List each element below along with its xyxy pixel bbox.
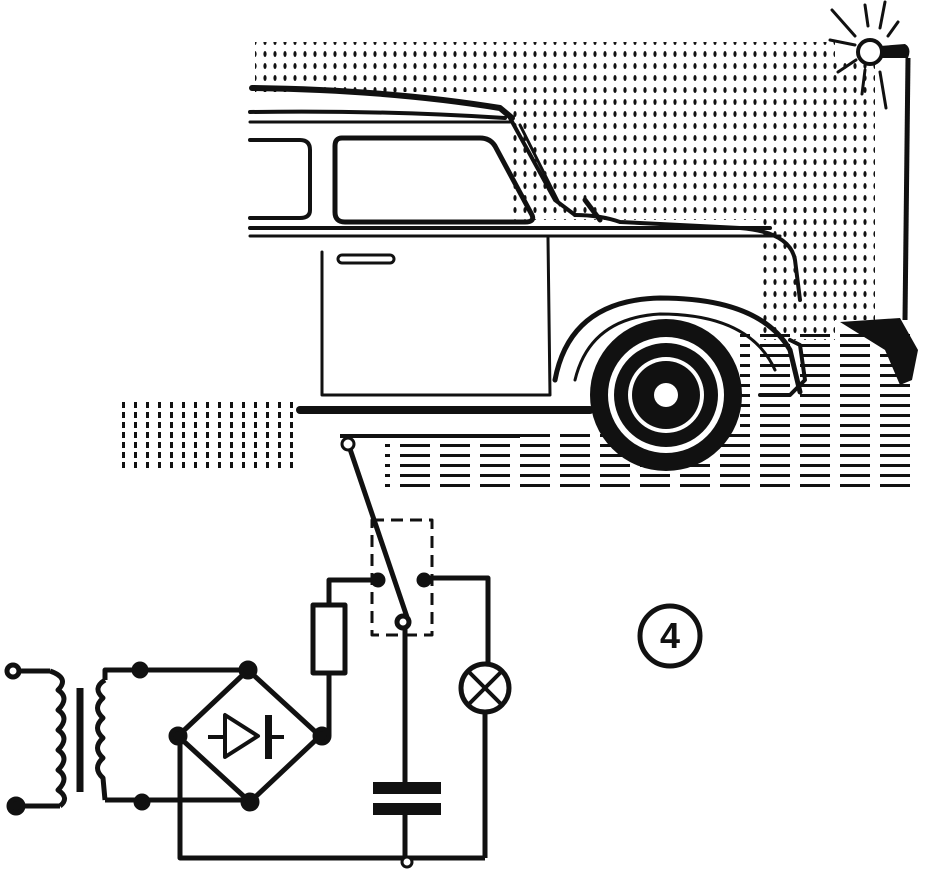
figure-number-circle (637, 603, 703, 669)
figure-number-label: 4 (659, 615, 681, 656)
garage-lamp (828, 0, 918, 385)
wall-dot-pattern (255, 42, 875, 340)
switch (370, 518, 491, 662)
circuit-schematic (4, 518, 512, 869)
floor-switch-lever (340, 434, 520, 621)
car (248, 85, 807, 414)
wheel (590, 319, 742, 471)
lamp (458, 661, 512, 858)
diode-bridge (168, 660, 332, 812)
input-terminals (4, 662, 60, 816)
resistor (310, 577, 378, 736)
transformer (49, 661, 250, 811)
capacitor (373, 628, 441, 858)
